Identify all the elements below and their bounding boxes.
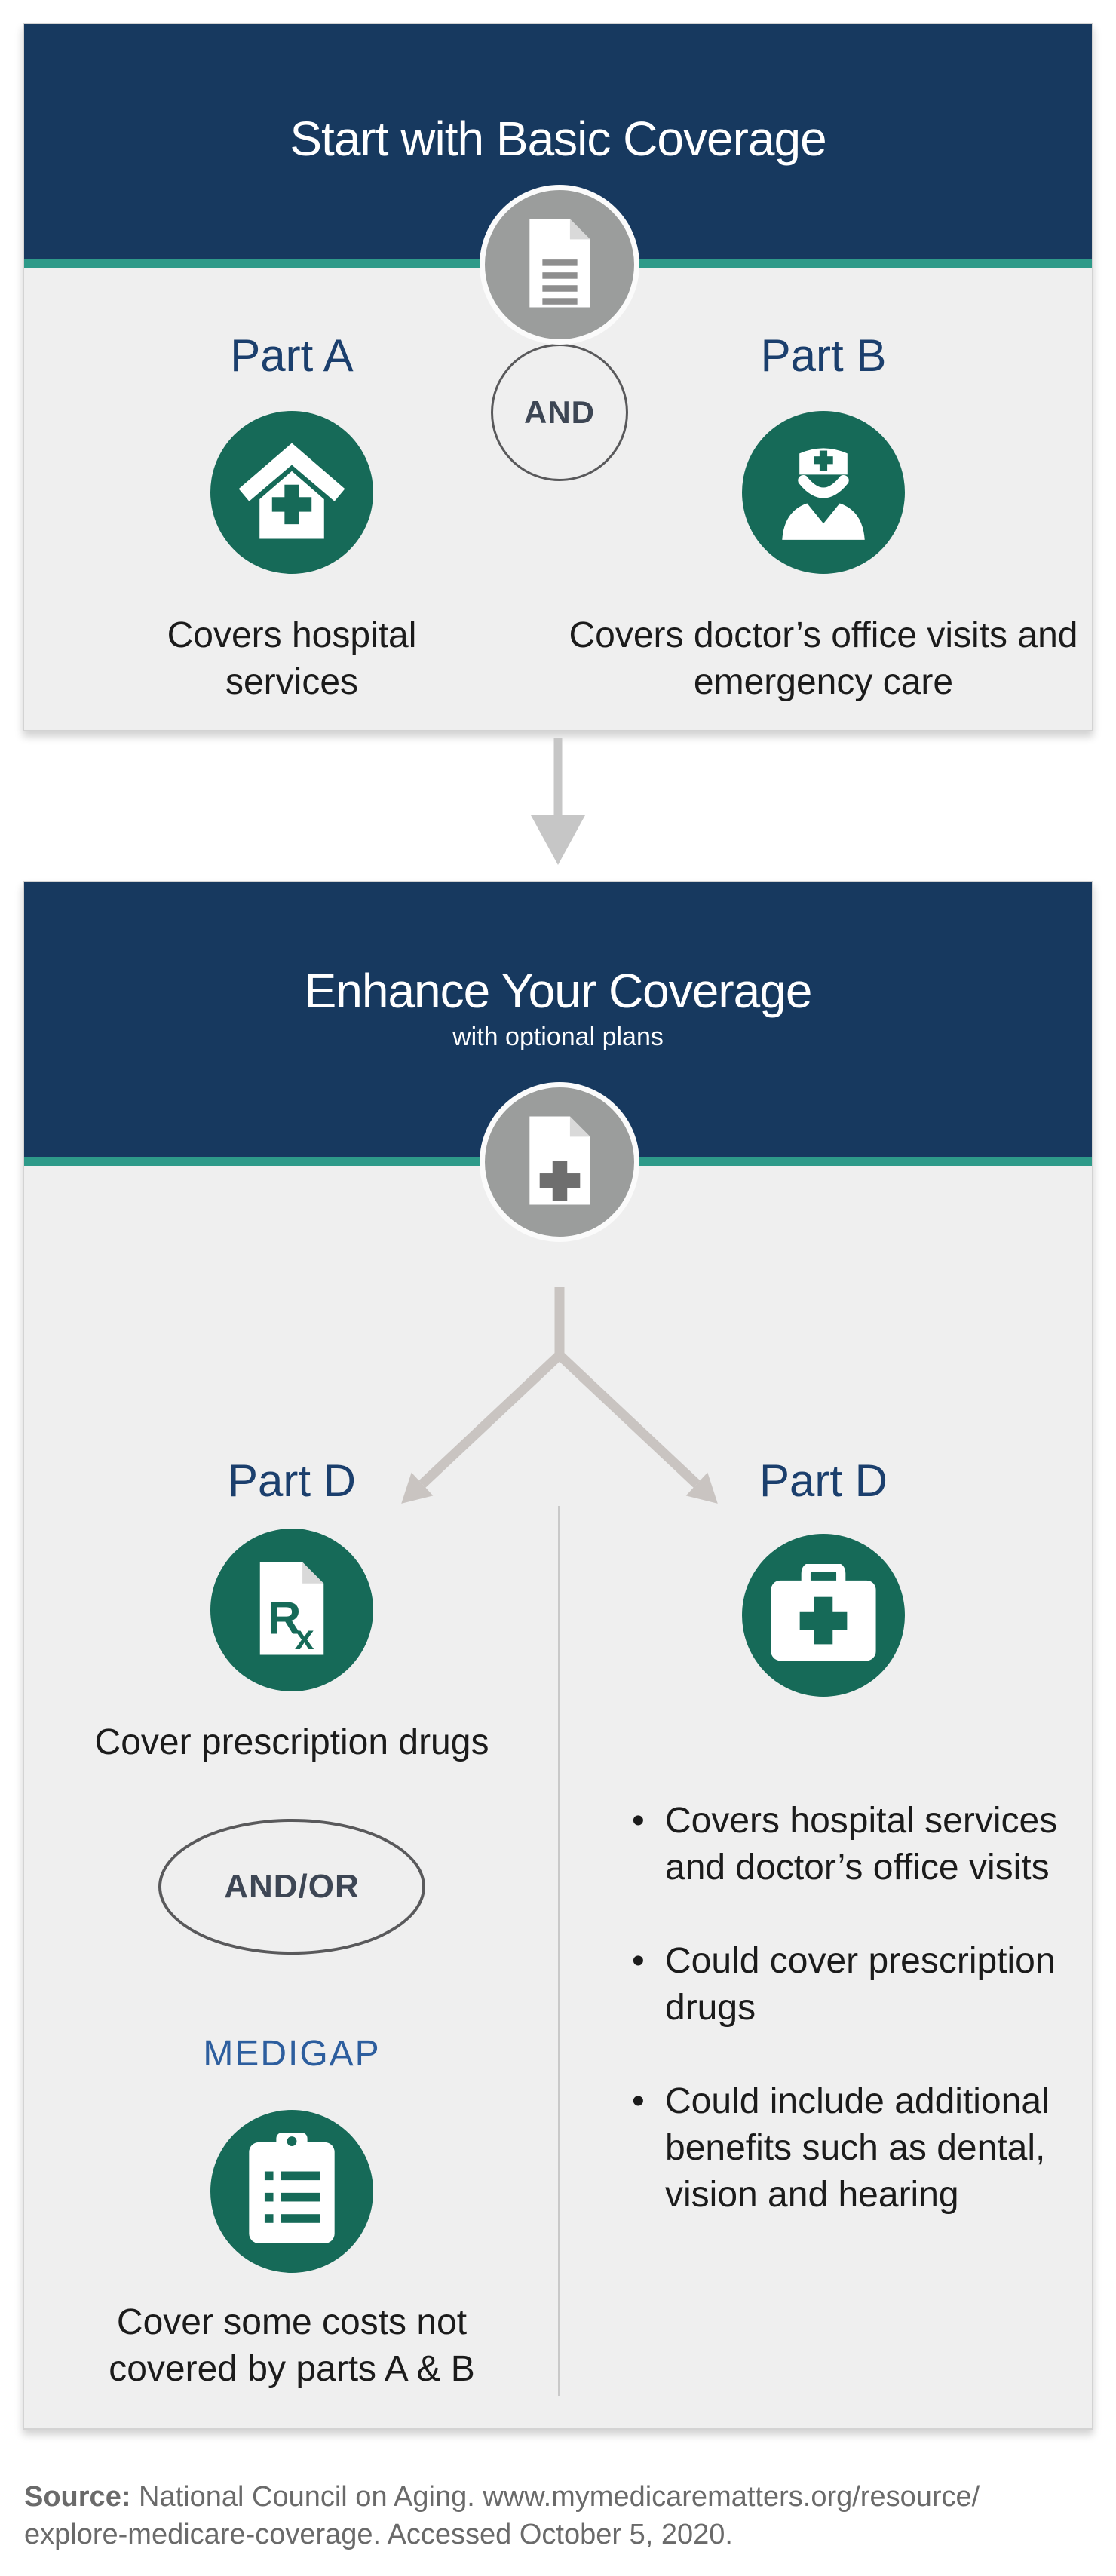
part-d-left-description: Cover prescription drugs — [94, 1722, 489, 1762]
branch-arrows-icon — [326, 1283, 793, 1521]
source-citation: Source: National Council on Aging. www.m… — [24, 2478, 1087, 2553]
part-d-right-label: Part D — [759, 1455, 888, 1506]
part-a-description: Covers hospital services — [167, 615, 417, 702]
part-d-left-label: Part D — [227, 1455, 357, 1506]
source-line2: explore-medicare-coverage. Accessed Octo… — [24, 2519, 733, 2550]
column-divider — [558, 1506, 560, 2396]
medigap-label: MEDIGAP — [203, 2034, 381, 2074]
doctor-icon — [771, 438, 876, 547]
prescription-rx-icon: R x — [254, 1560, 330, 1661]
document-icon — [524, 217, 596, 313]
part-d-left-icon-circle: R x — [210, 1529, 373, 1691]
medigap-icon-circle — [210, 2110, 373, 2273]
part-b-icon-circle — [742, 411, 905, 574]
panel2-title: Enhance Your Coverage — [304, 964, 813, 1018]
and-or-connector-label: AND/OR — [224, 1868, 360, 1905]
part-d-advantage-column: Part D Covers hospital services and doct… — [567, 1455, 1080, 2265]
first-aid-kit-icon — [767, 1562, 880, 1667]
part-a-section: Part A Covers hospital services — [43, 330, 541, 706]
basic-coverage-panel: Start with Basic Coverage AND Part A — [23, 23, 1093, 731]
list-item: Could include additional benefits such a… — [627, 2078, 1072, 2219]
header-badge — [480, 1082, 639, 1242]
part-a-label: Part A — [230, 330, 354, 381]
document-plus-icon — [524, 1115, 596, 1210]
medigap-description: Cover some costs not covered by parts A … — [109, 2302, 475, 2389]
down-arrow-icon — [520, 735, 596, 875]
part-b-label: Part B — [760, 330, 887, 381]
and-connector-label: AND — [524, 394, 595, 430]
header-badge — [480, 185, 639, 345]
part-a-icon-circle — [210, 411, 373, 574]
part-d-right-icon-circle — [742, 1534, 905, 1697]
hospital-house-icon — [235, 439, 349, 547]
list-item: Covers hospital services and doctor’s of… — [627, 1798, 1072, 1891]
and-or-connector: AND/OR — [158, 1819, 425, 1955]
part-b-description: Covers doctor’s office visits and emerge… — [569, 615, 1078, 702]
panel1-title: Start with Basic Coverage — [290, 112, 826, 166]
part-d-right-benefits-list: Covers hospital services and doctor’s of… — [627, 1798, 1072, 2219]
enhance-coverage-panel: Enhance Your Coverage with optional plan… — [23, 881, 1093, 2430]
part-d-drug-column: Part D R x Cover prescription drugs AND/… — [43, 1455, 541, 2393]
source-line1: National Council on Aging. www.mymedicar… — [130, 2481, 980, 2513]
svg-text:R: R — [268, 1592, 301, 1644]
clipboard-checklist-icon — [245, 2132, 339, 2251]
panel2-subtitle: with optional plans — [452, 1023, 664, 1051]
list-item: Could cover prescription drugs — [627, 1938, 1072, 2032]
and-connector: AND — [491, 344, 628, 481]
source-label: Source: — [24, 2481, 131, 2513]
svg-text:x: x — [295, 1617, 314, 1656]
part-b-section: Part B Covers doctor’s office visits and… — [567, 330, 1080, 706]
